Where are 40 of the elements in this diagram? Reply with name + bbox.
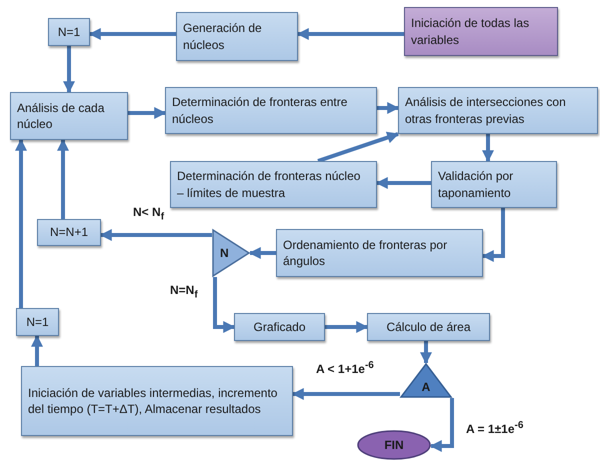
process-box: Generación de núcleos <box>176 12 298 61</box>
process-box: Cálculo de área <box>367 313 490 341</box>
edge-label: N< N$_{f}$ <box>133 205 164 222</box>
edge-label: A < 1+1e$^{-6}$ <box>316 360 374 376</box>
process-box: Ordenamiento de fronteras por ángulos <box>276 229 483 277</box>
arrow <box>15 138 27 308</box>
arrow <box>376 177 431 189</box>
arrow <box>128 107 166 119</box>
arrow <box>213 277 236 333</box>
edge-label: A = 1±1e$^{-6}$ <box>466 420 524 436</box>
decision-triangle: N <box>212 229 250 277</box>
end-ellipse: FIN <box>357 430 431 460</box>
arrow <box>63 46 75 94</box>
arrow <box>317 132 400 163</box>
process-box: Análisis de intersecciones con otras fronteras previas <box>398 87 598 134</box>
process-box: Determinación de fronteras entre núcleos <box>165 87 377 134</box>
arrow <box>296 28 404 40</box>
process-box: N=1 <box>16 308 59 336</box>
arrow <box>248 247 276 259</box>
arrow <box>88 28 176 40</box>
process-box: N=N+1 <box>37 219 101 246</box>
process-box: Iniciación de variables intermedias, incremento del tiempo (T=T+ΔT), Almacenar resultados <box>21 366 293 436</box>
arrow <box>100 229 212 241</box>
arrow <box>377 102 400 114</box>
arrow <box>325 321 368 333</box>
process-box: Validación por taponamiento <box>431 161 557 208</box>
edge-label: N=N$_{f}$ <box>170 283 198 300</box>
process-box: Graficado <box>234 313 325 341</box>
arrow <box>57 138 69 219</box>
arrow <box>420 341 432 364</box>
arrow <box>31 334 43 366</box>
process-box: Determinación de fronteras núcleo – límites de muestra <box>170 161 377 208</box>
process-box: Análisis de cada núcleo <box>10 92 128 140</box>
decision-triangle: A <box>400 363 452 398</box>
start-box: Iniciación de todas las variables <box>404 7 558 56</box>
process-box: N=1 <box>48 18 90 46</box>
arrow <box>292 388 400 400</box>
arrow <box>482 208 505 262</box>
arrow <box>482 134 494 162</box>
arrow <box>430 398 454 452</box>
